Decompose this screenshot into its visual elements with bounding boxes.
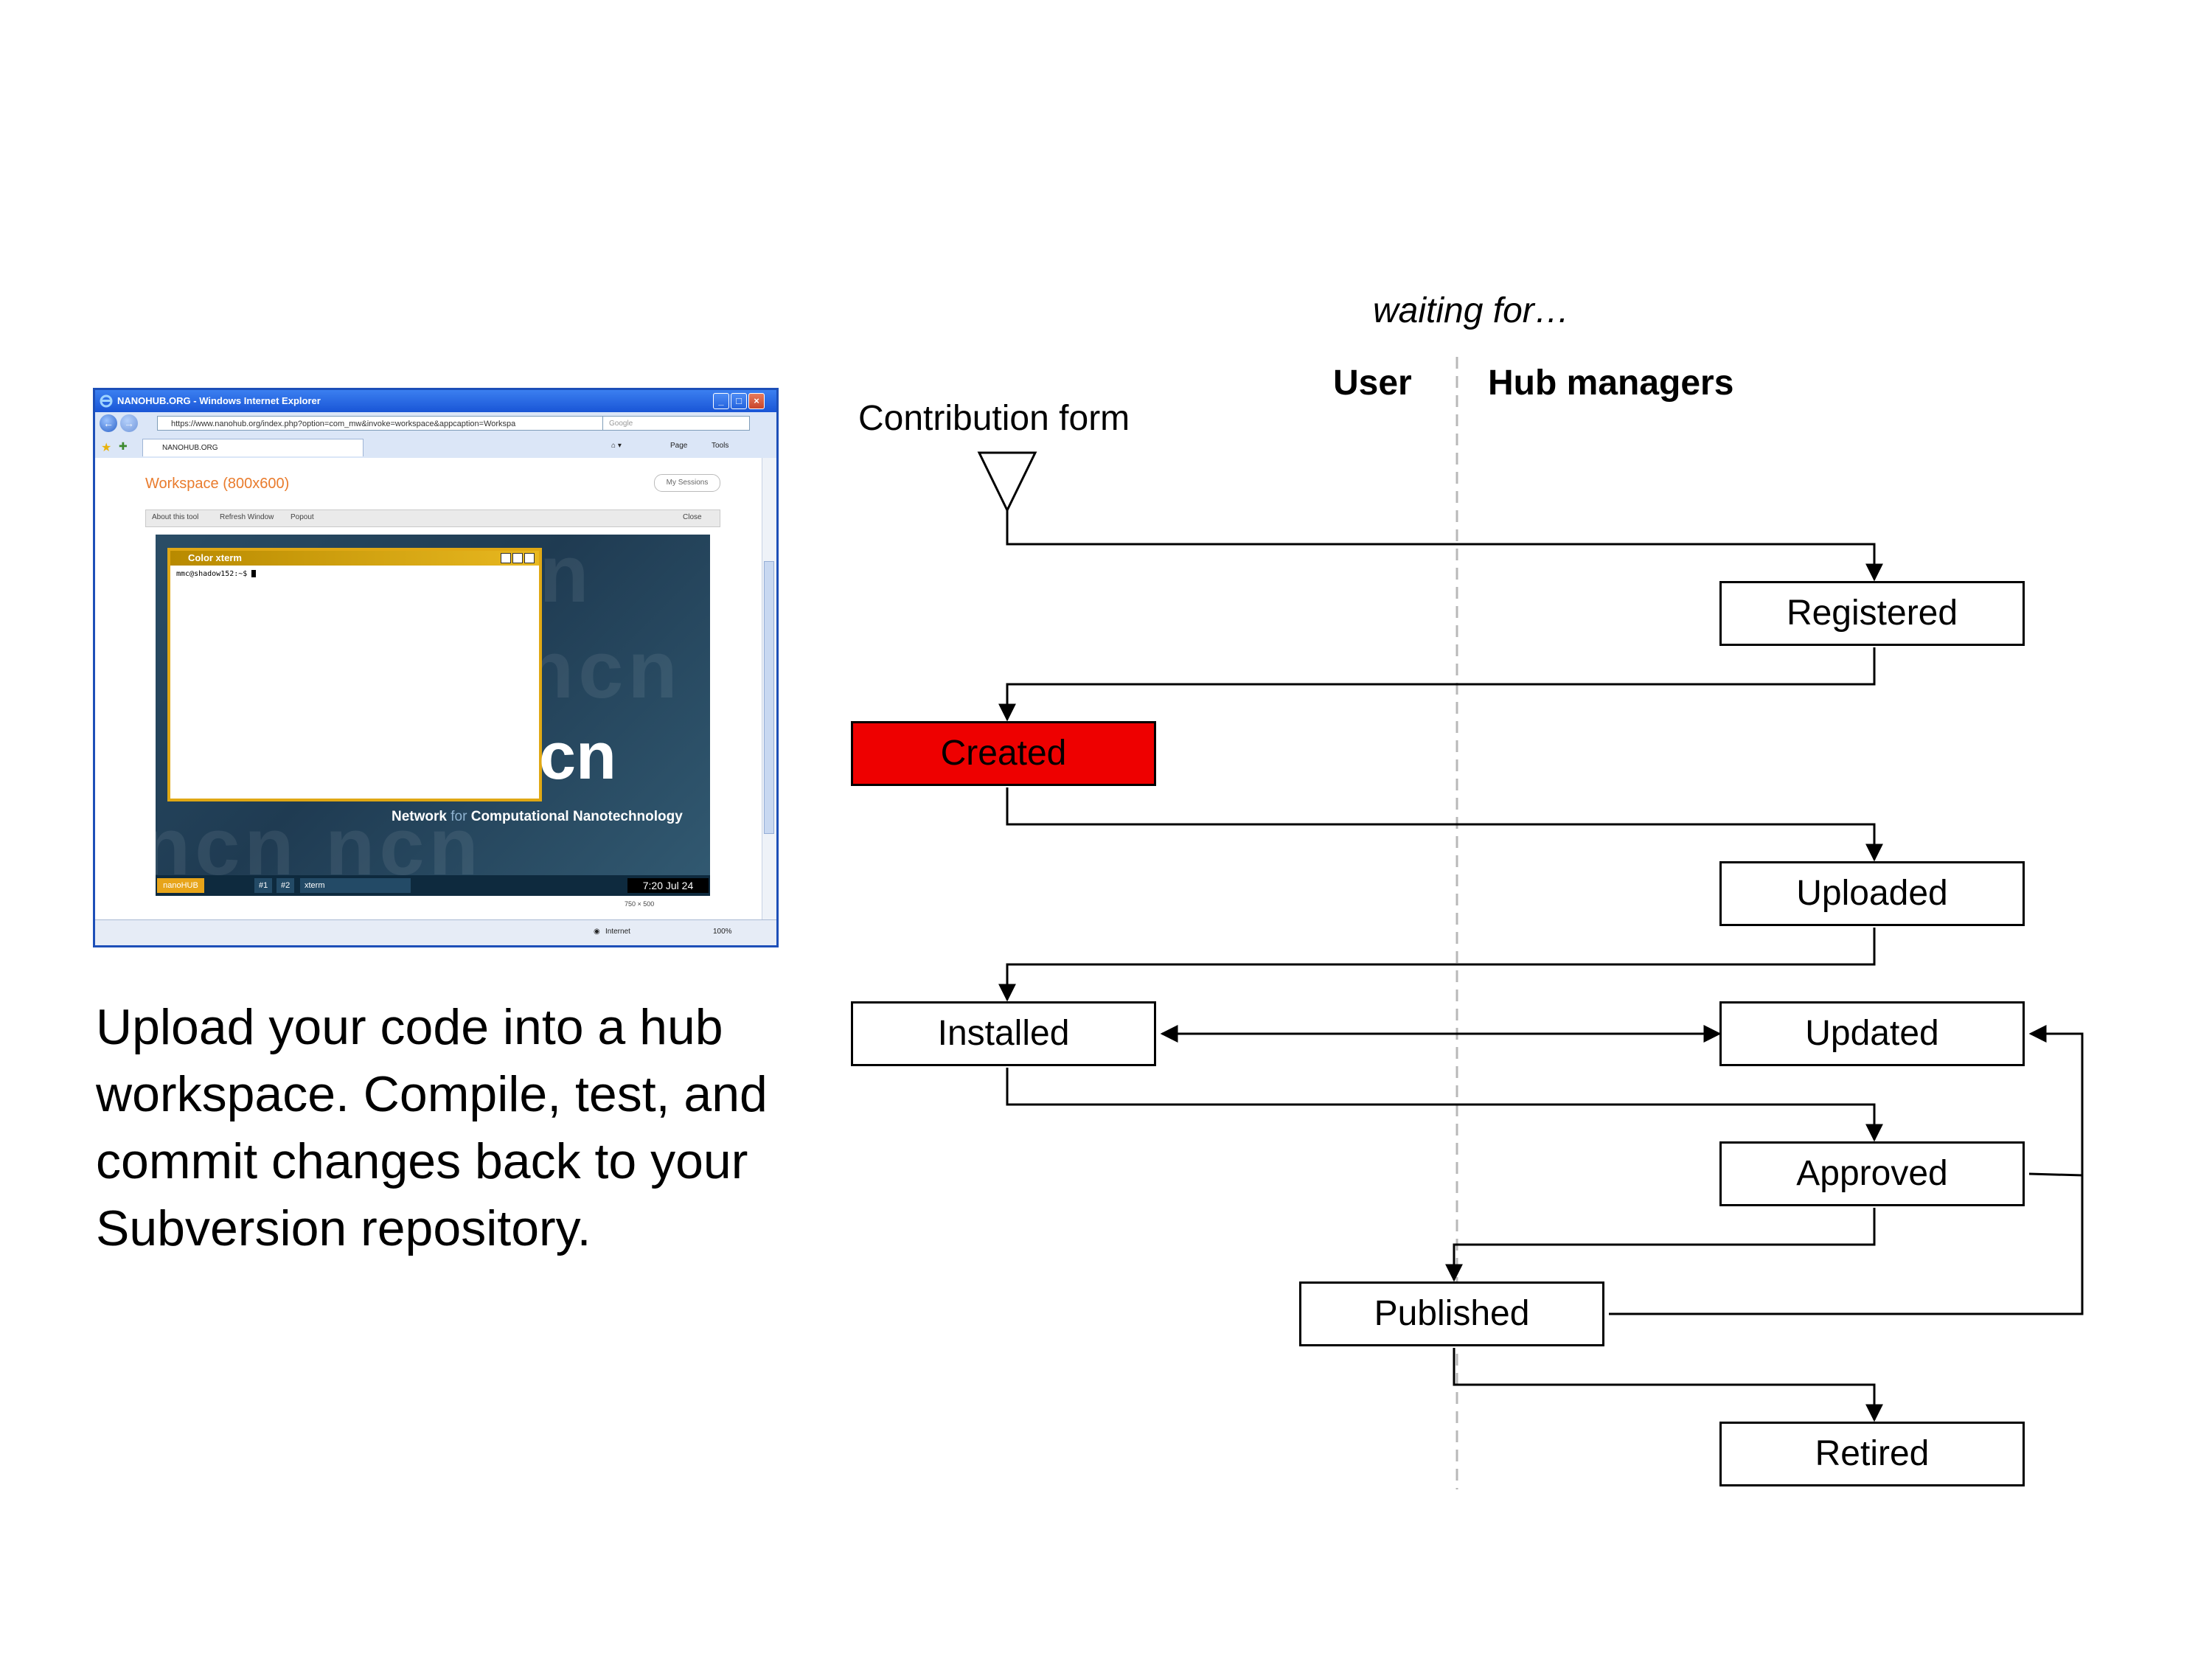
ncn-caption-for: for xyxy=(451,809,467,824)
state-created: Created xyxy=(851,721,1156,786)
browser-statusbar: ◉ Internet 100% xyxy=(95,919,776,945)
xterm-title-text: Color xterm xyxy=(188,552,242,563)
workspace-screenshot: NANOHUB.ORG - Windows Internet Explorer … xyxy=(93,388,779,947)
edge-registered-created xyxy=(998,647,1876,722)
state-installed: Installed xyxy=(851,1001,1156,1066)
taskbar-clock: 7:20 Jul 24 xyxy=(627,878,709,893)
zoom-level[interactable]: 100% xyxy=(713,928,732,936)
xterm-titlebar[interactable]: Color xterm xyxy=(170,551,539,566)
workspace-toolbar: About this tool Refresh Window Popout Cl… xyxy=(145,509,720,527)
workspace-size[interactable]: 750 × 500 xyxy=(625,900,655,908)
edge-approved-updated xyxy=(2028,1025,2084,1177)
remote-taskbar: nanoHUB #1 #2 xterm 7:20 Jul 24 xyxy=(156,875,710,896)
start-triangle xyxy=(977,451,1037,513)
edge-created-uploaded xyxy=(1006,787,1883,862)
url-field[interactable]: https://www.nanohub.org/index.php?option… xyxy=(157,416,620,431)
search-input[interactable]: Google xyxy=(602,416,750,431)
background-watermark: ncn xyxy=(524,625,682,715)
state-approved: Approved xyxy=(1719,1141,2025,1206)
lane-header-hub-managers: Hub managers xyxy=(1488,364,1734,403)
workspace-height-field[interactable]: 500 xyxy=(643,900,655,908)
state-uploaded: Uploaded xyxy=(1719,861,2025,926)
xterm-minimize-icon[interactable] xyxy=(501,553,511,563)
close-workspace-link[interactable]: Close xyxy=(683,513,702,521)
tools-menu[interactable]: Tools xyxy=(712,442,729,450)
state-published: Published xyxy=(1299,1281,1604,1346)
terminal-prompt-text: mmc@shadow152:~$ xyxy=(176,570,248,578)
maximize-icon[interactable]: □ xyxy=(731,393,747,409)
ncn-caption-rest: Computational Nanotechnology xyxy=(470,809,683,824)
browser-tab-label: NANOHUB.ORG xyxy=(162,444,218,452)
workspace-2-button[interactable]: #2 xyxy=(276,878,295,893)
refresh-window-link[interactable]: Refresh Window xyxy=(220,513,274,521)
about-tool-link[interactable]: About this tool xyxy=(152,513,199,521)
browser-titlebar: NANOHUB.ORG - Windows Internet Explorer … xyxy=(95,390,776,412)
browser-tab[interactable]: NANOHUB.ORG xyxy=(142,439,364,456)
xterm-close-icon[interactable] xyxy=(524,553,535,563)
security-zone: Internet xyxy=(605,928,630,936)
ncn-caption: Network for Computational Nanotechnology xyxy=(392,809,683,825)
waiting-for-label: waiting for… xyxy=(1373,291,1570,330)
nanohub-start-button[interactable]: nanoHUB xyxy=(157,878,204,893)
popout-link[interactable]: Popout xyxy=(291,513,314,521)
state-retired: Retired xyxy=(1719,1422,2025,1486)
minimize-icon[interactable]: _ xyxy=(713,393,729,409)
xterm-maximize-icon[interactable] xyxy=(512,553,523,563)
my-sessions-button[interactable]: My Sessions xyxy=(654,474,720,492)
workspace-1-button[interactable]: #1 xyxy=(254,878,273,893)
remote-desktop[interactable]: ncn ncn ncn ncn Color xterm mmc@shadow15… xyxy=(156,535,710,896)
edge-start-registered xyxy=(1006,510,1883,582)
globe-icon: ◉ xyxy=(594,928,600,936)
browser-scrollbar[interactable] xyxy=(762,458,776,919)
add-favorite-icon[interactable]: ✚ xyxy=(119,440,128,452)
terminal-prompt[interactable]: mmc@shadow152:~$ xyxy=(176,570,257,578)
workspace-title: Workspace (800x600) xyxy=(145,476,290,492)
xterm-window[interactable]: Color xterm mmc@shadow152:~$ xyxy=(167,548,542,801)
lane-header-user: User xyxy=(1333,364,1412,403)
home-icon[interactable]: ⌂ ▾ xyxy=(611,442,622,450)
edge-uploaded-installed xyxy=(998,928,1876,1002)
edge-installed-approved xyxy=(1006,1068,1883,1142)
state-updated: Updated xyxy=(1719,1001,2025,1066)
xterm-task-button[interactable]: xterm xyxy=(300,878,411,893)
contribution-form-label: Contribution form xyxy=(858,399,1130,438)
nanohub-logo-fragment: cn xyxy=(539,720,617,793)
close-window-icon[interactable]: × xyxy=(748,393,765,409)
edge-approved-published xyxy=(1445,1208,1876,1282)
forward-icon[interactable]: → xyxy=(120,414,138,432)
workspace-description: Upload your code into a hub workspace. C… xyxy=(96,999,768,1256)
workspace-width-field[interactable]: 750 xyxy=(625,900,636,908)
ncn-caption-network: Network xyxy=(392,809,447,824)
cursor-icon xyxy=(251,570,257,577)
scrollbar-thumb[interactable] xyxy=(764,561,774,834)
ie-logo-icon xyxy=(100,394,113,408)
favorites-star-icon[interactable]: ★ xyxy=(101,442,112,454)
edge-published-updated xyxy=(1609,1175,2084,1315)
edge-published-retired xyxy=(1453,1348,1883,1422)
state-registered: Registered xyxy=(1719,581,2025,646)
back-icon[interactable]: ← xyxy=(100,414,117,432)
address-bar-row: ← → https://www.nanohub.org/index.php?op… xyxy=(95,412,776,437)
browser-content: Workspace (800x600) My Sessions About th… xyxy=(95,458,776,919)
page-menu[interactable]: Page xyxy=(670,442,688,450)
browser-window-title: NANOHUB.ORG - Windows Internet Explorer xyxy=(117,395,321,406)
